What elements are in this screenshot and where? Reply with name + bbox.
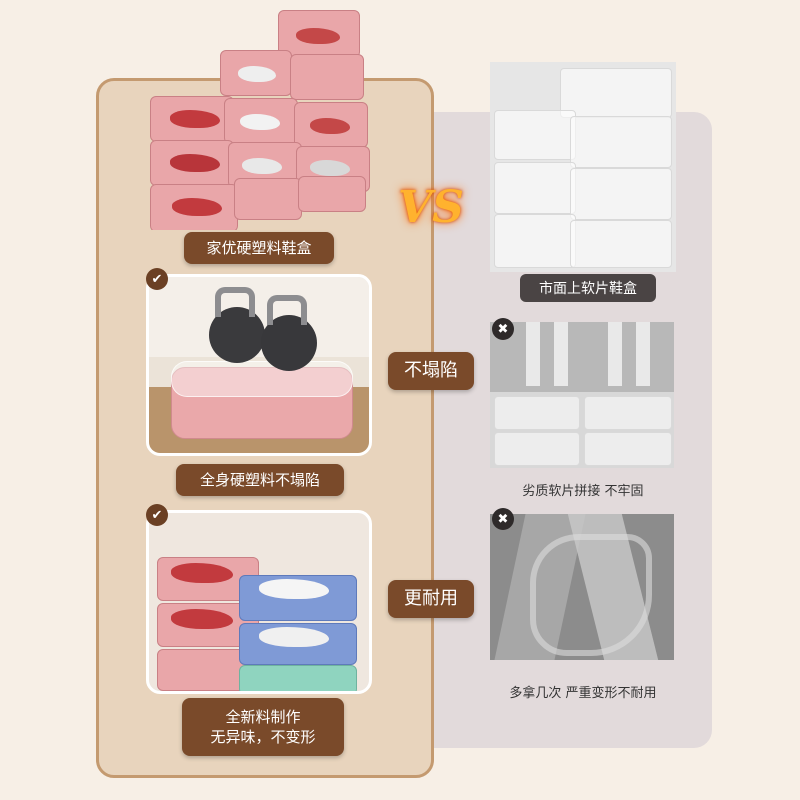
- checkmark-icon: ✔: [146, 504, 168, 526]
- cross-mark-icon: ✖: [492, 508, 514, 530]
- feature2-caption-line2: 无异味，不变形: [210, 728, 316, 746]
- checkmark-icon: ✔: [146, 268, 168, 290]
- tag-more-durable-text: 更耐用: [404, 587, 458, 609]
- deformed-box-image: [490, 514, 674, 660]
- feature2-caption-line1: 全新料制作: [225, 707, 301, 726]
- competitor-title-label: 市面上软片鞋盒: [520, 274, 656, 302]
- competitor-clear-boxes-image: [490, 62, 676, 272]
- stacked-color-boxes-image: [146, 510, 372, 694]
- stacked-pink-boxes-image: [150, 10, 380, 230]
- product-title-label: 家优硬塑料鞋盒: [184, 232, 334, 264]
- product-title-text: 家优硬塑料鞋盒: [206, 238, 312, 257]
- collapsed-boxes-image: [490, 322, 674, 468]
- tag-more-durable: 更耐用: [388, 580, 474, 618]
- feature2-caption-label: 全新料制作 无异味，不变形: [182, 698, 344, 756]
- vs-emblem: VS: [398, 181, 464, 233]
- competitor-caption1: 劣质软片拼接 不牢固: [522, 484, 644, 499]
- competitor-caption2: 多拿几次 严重变形不耐用: [509, 686, 657, 701]
- feature1-caption-label: 全身硬塑料不塌陷: [176, 464, 344, 496]
- competitor-title-text: 市面上软片鞋盒: [539, 281, 637, 297]
- cross-mark-icon: ✖: [492, 318, 514, 340]
- tag-no-collapse-text: 不塌陷: [404, 359, 458, 381]
- feature1-caption-text: 全身硬塑料不塌陷: [199, 470, 320, 489]
- weight-test-image: [146, 274, 372, 456]
- tag-no-collapse: 不塌陷: [388, 352, 474, 390]
